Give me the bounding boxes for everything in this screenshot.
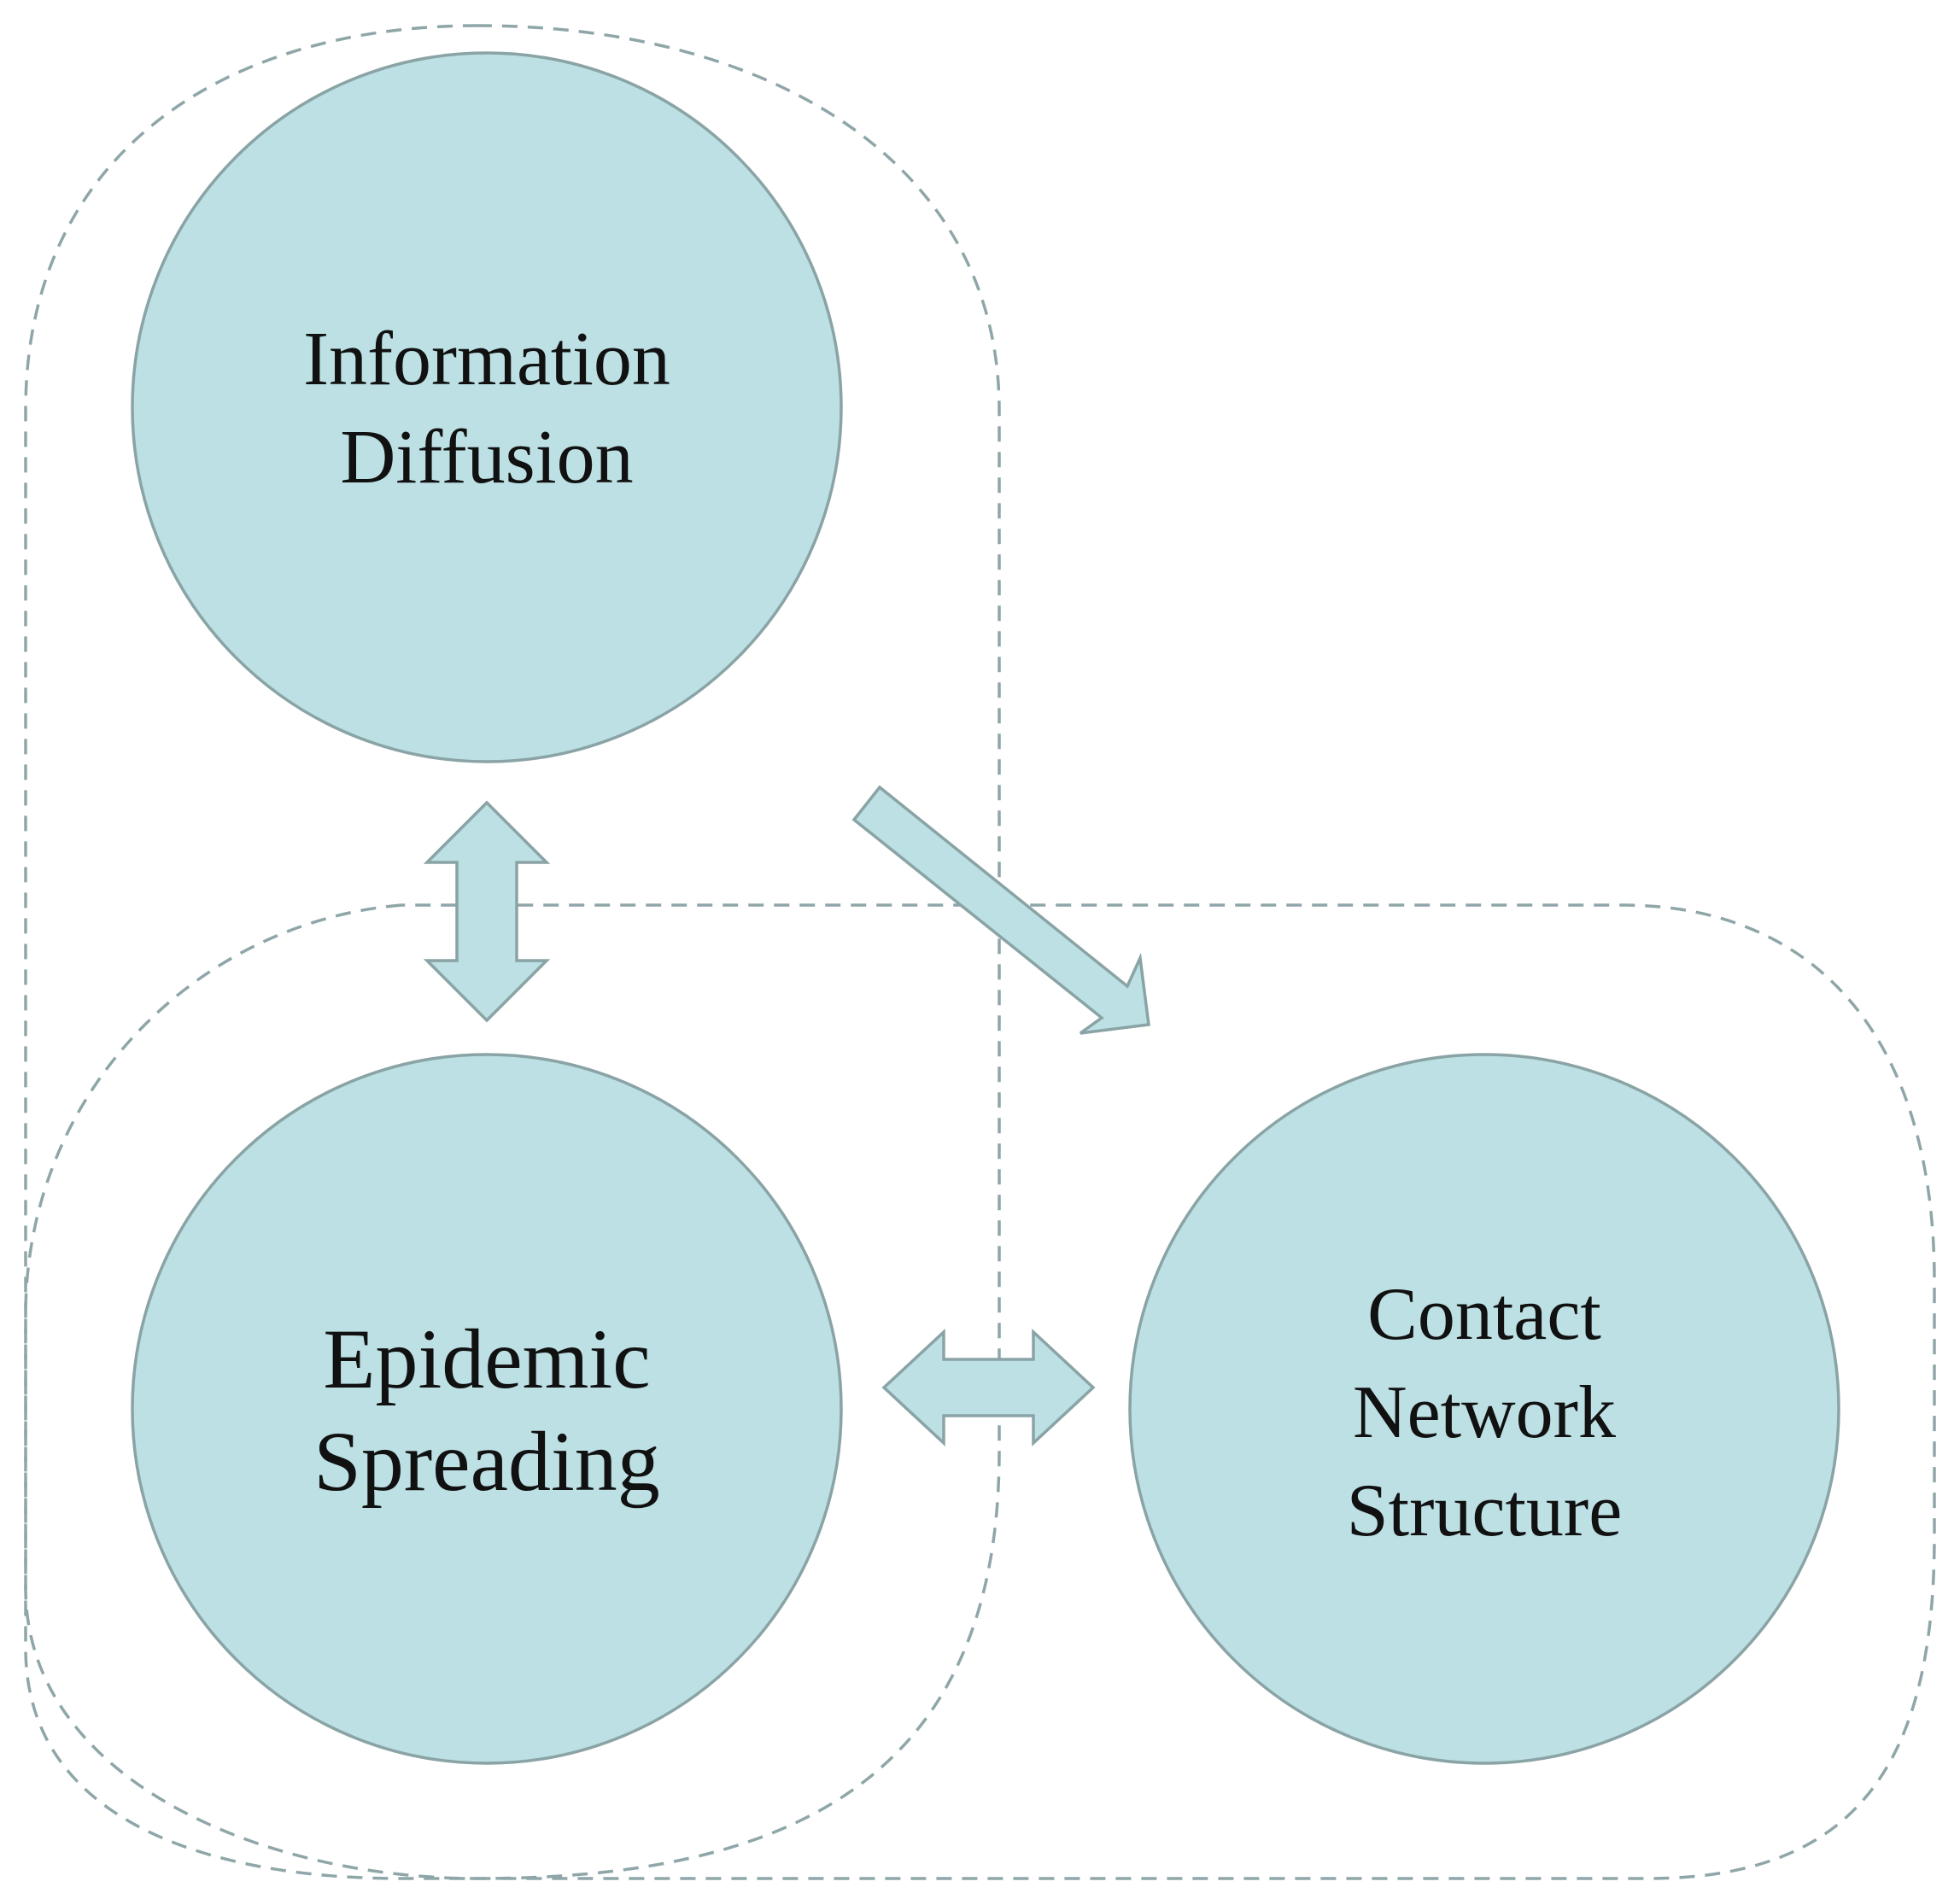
node-label-line: Contact [1367, 1273, 1601, 1356]
node-circle [131, 1053, 843, 1765]
node-label-line: Epidemic [323, 1312, 650, 1406]
group-outline-epidemic-contact [24, 903, 1936, 1880]
node-label-line: Structure [1347, 1470, 1623, 1552]
node-label-line: Spreading [313, 1414, 659, 1509]
bidirectional-arrow-vertical [423, 800, 551, 1023]
node-circle [1128, 1053, 1840, 1765]
node-epidemic-spreading: Epidemic Spreading [131, 1053, 843, 1765]
node-label-line: Network [1353, 1371, 1616, 1454]
one-way-arrow-diagonal [851, 785, 1150, 1035]
node-label-line: Diffusion [340, 415, 633, 500]
node-information-diffusion: Information Diffusion [131, 51, 843, 763]
bidirectional-arrow-horizontal [881, 1328, 1096, 1447]
group-outline-information-epidemic [24, 24, 1001, 1880]
node-contact-network-structure: Contact Network Structure [1128, 1053, 1840, 1765]
node-label-line: Information [303, 317, 670, 401]
node-circle [131, 51, 843, 763]
